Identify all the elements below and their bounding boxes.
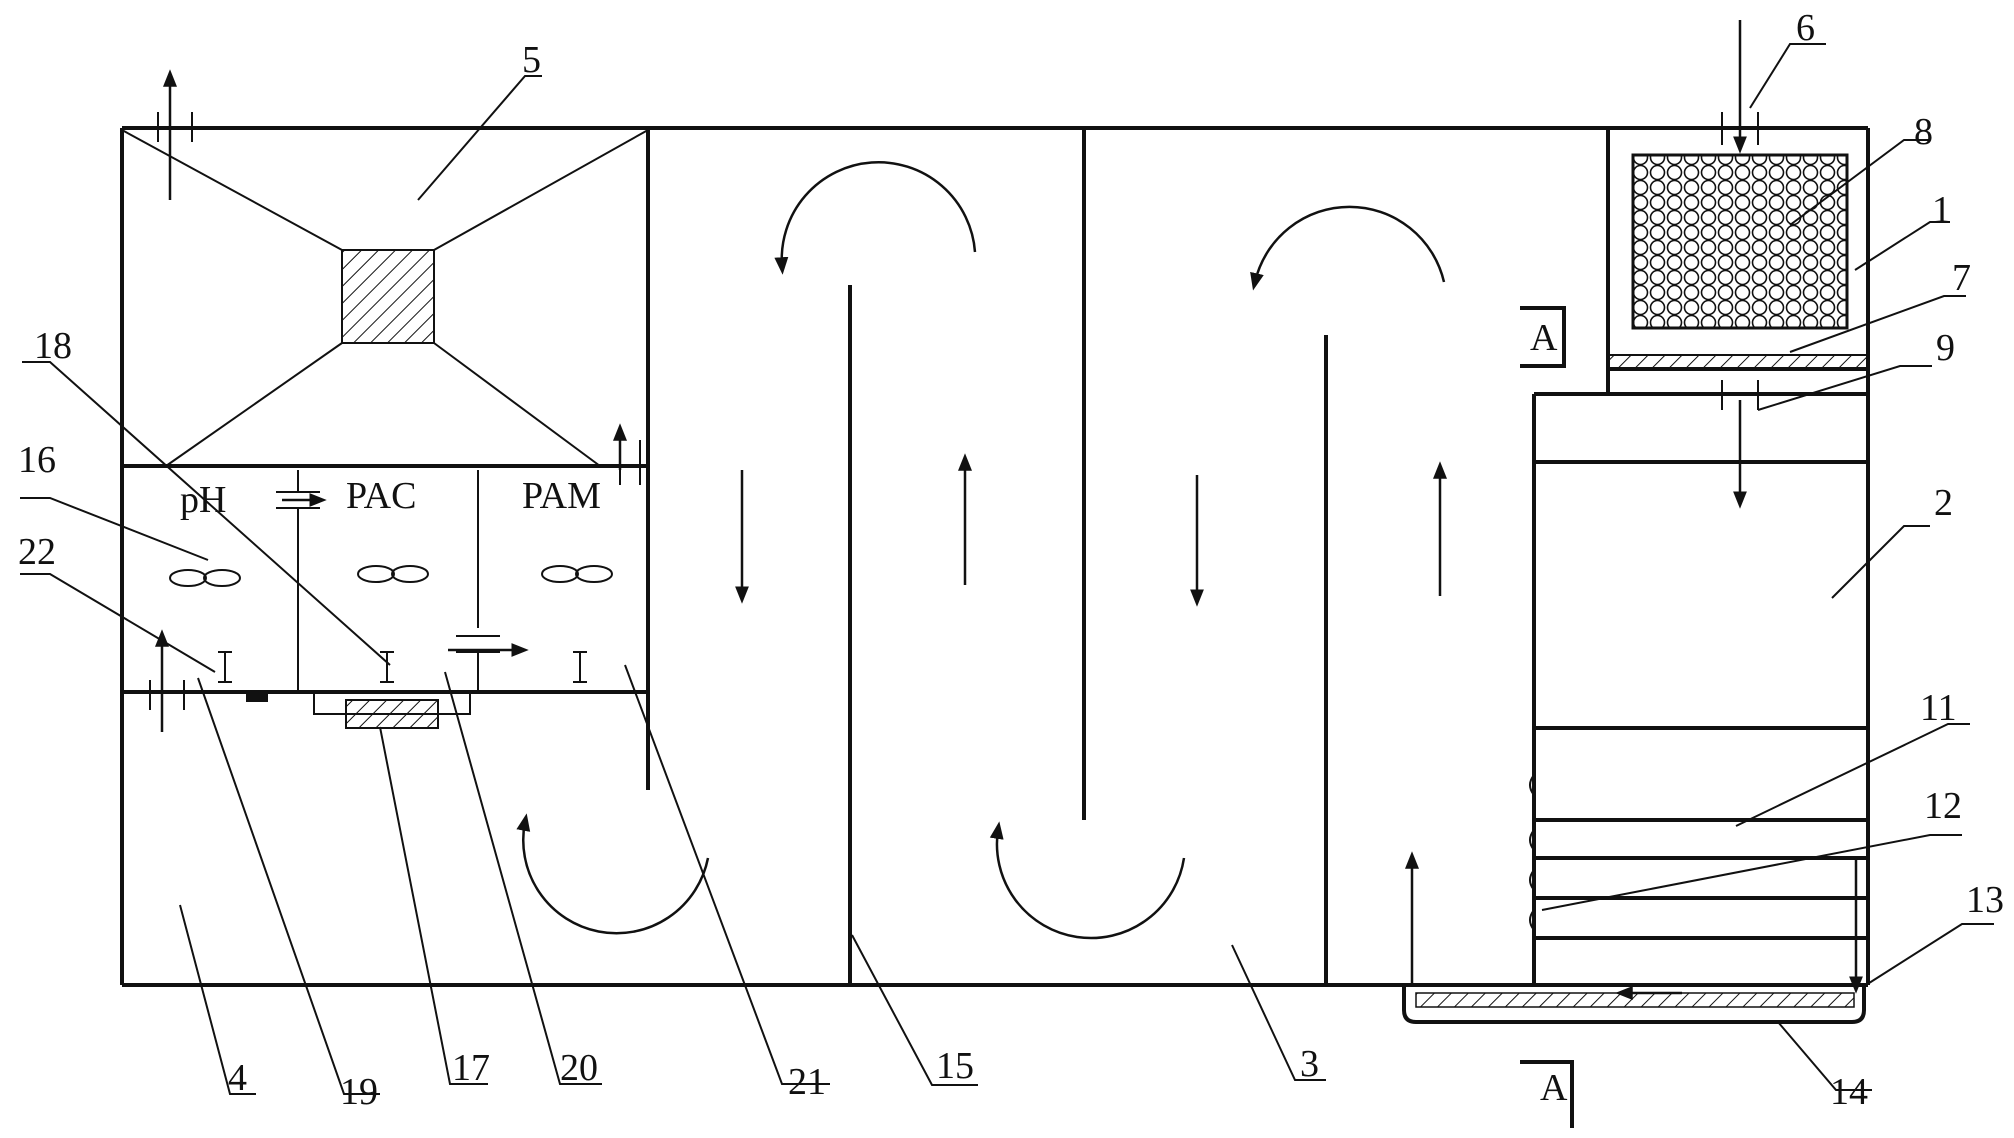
label-22: 22 bbox=[18, 531, 56, 573]
label-3: 3 bbox=[1300, 1043, 1319, 1085]
dosing-section bbox=[149, 112, 641, 729]
chemical-label-pam: PAM bbox=[522, 475, 601, 517]
label-5: 5 bbox=[522, 39, 541, 81]
return-channel bbox=[1402, 985, 1866, 1024]
section-label-bottom: A bbox=[1540, 1067, 1568, 1109]
chamber-walls bbox=[122, 128, 1328, 985]
section-label-top: A bbox=[1530, 317, 1558, 359]
label-20: 20 bbox=[560, 1047, 598, 1089]
label-19: 19 bbox=[340, 1071, 378, 1113]
label-17: 17 bbox=[452, 1047, 490, 1089]
hopper-unit-5 bbox=[121, 129, 649, 467]
label-7: 7 bbox=[1952, 257, 1971, 299]
label-18: 18 bbox=[34, 325, 72, 367]
label-12: 12 bbox=[1924, 785, 1962, 827]
label-1: 1 bbox=[1932, 189, 1951, 231]
label-21: 21 bbox=[788, 1061, 826, 1103]
right-unit bbox=[1529, 112, 1869, 985]
tank-outline bbox=[120, 126, 1870, 987]
label-9: 9 bbox=[1936, 327, 1955, 369]
label-14: 14 bbox=[1830, 1071, 1868, 1113]
label-11: 11 bbox=[1920, 687, 1957, 729]
leader-lines bbox=[20, 43, 1994, 1095]
label-6: 6 bbox=[1796, 7, 1815, 49]
label-8: 8 bbox=[1914, 111, 1933, 153]
flow-arrows bbox=[155, 20, 1863, 1000]
label-13: 13 bbox=[1966, 879, 2004, 921]
label-4: 4 bbox=[228, 1057, 247, 1099]
label-2: 2 bbox=[1934, 482, 1953, 524]
label-15: 15 bbox=[936, 1045, 974, 1087]
label-16: 16 bbox=[18, 439, 56, 481]
chemical-label-ph: pH bbox=[180, 479, 226, 521]
section-mark-top: A bbox=[1520, 306, 1566, 368]
section-mark-bottom: A bbox=[1520, 1060, 1574, 1128]
chemical-label-pac: PAC bbox=[346, 475, 416, 517]
